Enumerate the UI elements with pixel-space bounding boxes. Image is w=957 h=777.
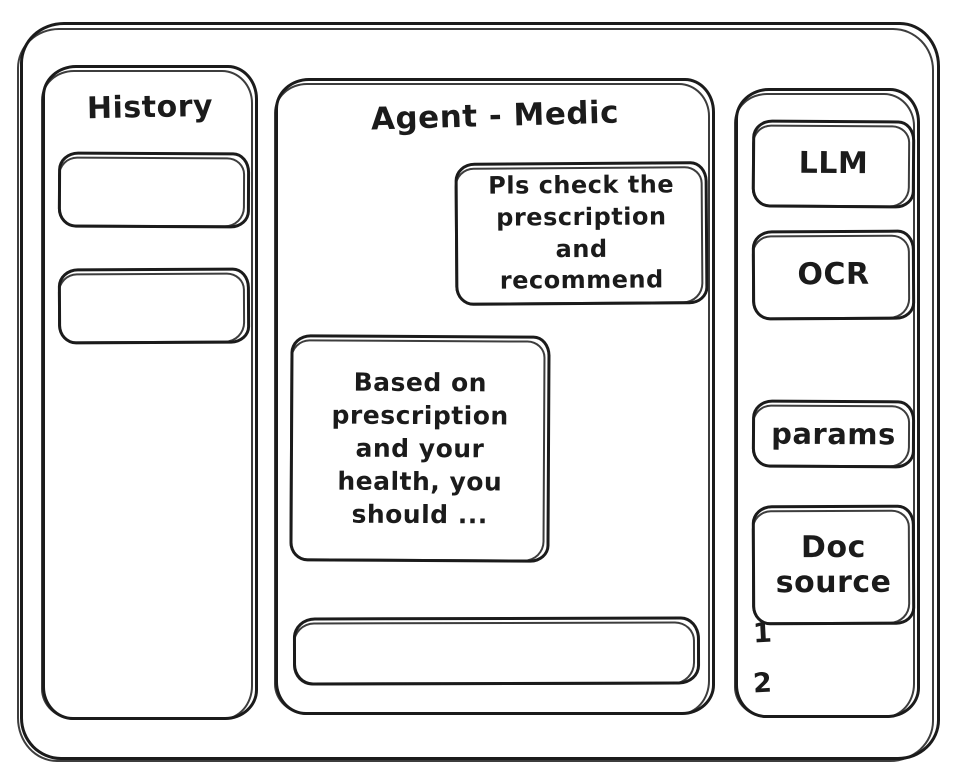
tool-card-doc-source[interactable]: Doc source bbox=[751, 504, 916, 626]
tool-card-params[interactable]: params bbox=[751, 399, 916, 469]
history-panel-title: History bbox=[86, 88, 214, 127]
tool-card-ocr[interactable]: OCR bbox=[751, 229, 916, 321]
history-list-item[interactable] bbox=[57, 151, 251, 229]
message-input[interactable] bbox=[292, 616, 701, 686]
doc-source-list-item[interactable]: 1 bbox=[752, 617, 774, 650]
history-list-item[interactable] bbox=[57, 267, 251, 345]
tool-card-llm[interactable]: LLM bbox=[751, 119, 916, 209]
user-message-bubble: Pls check the prescription and recommend bbox=[454, 161, 709, 306]
agent-message-bubble: Based on prescription and your health, y… bbox=[289, 334, 551, 563]
doc-source-list-item[interactable]: 2 bbox=[752, 667, 774, 700]
